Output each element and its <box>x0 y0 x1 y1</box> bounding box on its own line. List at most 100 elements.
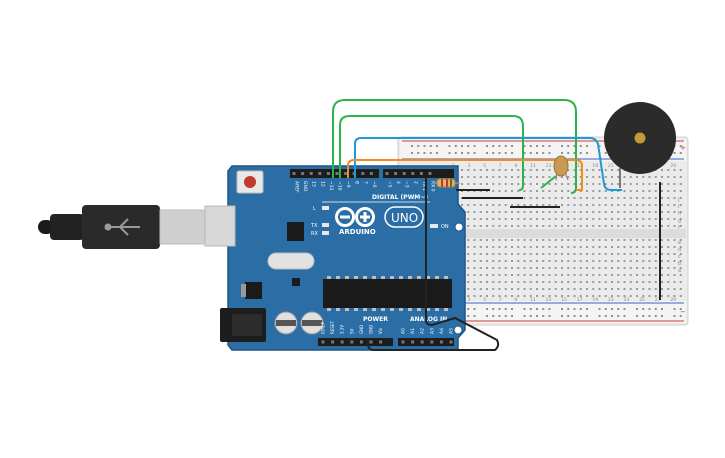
breadboard-hole[interactable] <box>467 288 470 290</box>
rail-hole[interactable] <box>486 145 488 147</box>
breadboard-hole[interactable] <box>486 288 488 290</box>
breadboard-hole[interactable] <box>579 225 582 227</box>
rail-hole[interactable] <box>561 315 563 317</box>
breadboard-hole[interactable] <box>579 197 582 199</box>
breadboard-hole[interactable] <box>654 281 657 283</box>
breadboard-hole[interactable] <box>667 218 670 220</box>
breadboard-hole[interactable] <box>486 274 488 276</box>
breadboard-hole[interactable] <box>542 225 545 227</box>
breadboard-hole[interactable] <box>604 253 607 255</box>
breadboard-hole[interactable] <box>611 260 613 262</box>
breadboard-hole[interactable] <box>679 183 682 185</box>
breadboard-hole[interactable] <box>517 239 520 241</box>
rail-hole[interactable] <box>411 145 413 147</box>
breadboard-hole[interactable] <box>529 169 532 171</box>
breadboard-hole[interactable] <box>529 288 532 290</box>
breadboard-hole[interactable] <box>623 197 626 199</box>
breadboard-hole[interactable] <box>504 190 507 192</box>
breadboard-hole[interactable] <box>492 281 495 283</box>
breadboard-hole[interactable] <box>548 253 551 255</box>
breadboard-hole[interactable] <box>467 274 470 276</box>
analog-pin[interactable] <box>420 340 424 344</box>
rail-hole[interactable] <box>467 152 470 154</box>
rail-hole[interactable] <box>536 315 538 317</box>
breadboard-hole[interactable] <box>592 246 595 248</box>
breadboard-hole[interactable] <box>498 190 501 192</box>
breadboard-hole[interactable] <box>667 190 670 192</box>
power-pin-header[interactable] <box>321 340 383 344</box>
rail-hole[interactable] <box>561 145 563 147</box>
breadboard-hole[interactable] <box>611 197 613 199</box>
breadboard-hole[interactable] <box>536 260 538 262</box>
power-pin[interactable] <box>331 340 335 344</box>
breadboard-hole[interactable] <box>579 281 582 283</box>
analog-pin[interactable] <box>449 340 453 344</box>
breadboard-hole[interactable] <box>623 288 626 290</box>
breadboard-hole[interactable] <box>654 197 657 199</box>
breadboard-hole[interactable] <box>642 197 645 199</box>
breadboard-hole[interactable] <box>536 239 538 241</box>
rail-hole[interactable] <box>461 152 463 154</box>
breadboard-hole[interactable] <box>586 204 588 206</box>
breadboard-hole[interactable] <box>611 246 613 248</box>
rail-hole[interactable] <box>492 315 495 317</box>
breadboard-hole[interactable] <box>542 281 545 283</box>
breadboard-hole[interactable] <box>498 239 501 241</box>
breadboard-hole[interactable] <box>654 274 657 276</box>
breadboard-hole[interactable] <box>648 190 651 192</box>
breadboard-hole[interactable] <box>523 239 526 241</box>
breadboard-hole[interactable] <box>573 295 576 297</box>
breadboard-hole[interactable] <box>642 204 645 206</box>
breadboard-hole[interactable] <box>648 295 651 297</box>
breadboard-hole[interactable] <box>611 218 613 220</box>
breadboard-hole[interactable] <box>611 288 613 290</box>
breadboard-hole[interactable] <box>567 281 570 283</box>
rail-hole[interactable] <box>567 145 570 147</box>
breadboard-hole[interactable] <box>598 197 601 199</box>
breadboard-hole[interactable] <box>467 204 470 206</box>
breadboard-hole[interactable] <box>523 281 526 283</box>
breadboard-hole[interactable] <box>629 204 632 206</box>
breadboard-hole[interactable] <box>667 176 670 178</box>
breadboard-hole[interactable] <box>504 260 507 262</box>
breadboard-hole[interactable] <box>648 183 651 185</box>
rail-hole[interactable] <box>598 308 601 310</box>
breadboard-hole[interactable] <box>523 197 526 199</box>
breadboard-hole[interactable] <box>542 274 545 276</box>
breadboard-hole[interactable] <box>667 295 670 297</box>
breadboard-hole[interactable] <box>529 183 532 185</box>
breadboard-hole[interactable] <box>623 204 626 206</box>
breadboard-hole[interactable] <box>561 253 563 255</box>
breadboard-hole[interactable] <box>648 197 651 199</box>
breadboard-hole[interactable] <box>554 288 557 290</box>
breadboard-hole[interactable] <box>617 176 620 178</box>
breadboard-hole[interactable] <box>473 267 476 269</box>
rail-hole[interactable] <box>423 145 426 147</box>
breadboard-hole[interactable] <box>523 204 526 206</box>
breadboard-hole[interactable] <box>611 281 613 283</box>
breadboard-hole[interactable] <box>586 253 588 255</box>
breadboard-hole[interactable] <box>592 260 595 262</box>
rail-hole[interactable] <box>604 308 607 310</box>
breadboard-hole[interactable] <box>504 288 507 290</box>
breadboard-hole[interactable] <box>473 176 476 178</box>
rail-hole[interactable] <box>498 315 501 317</box>
breadboard-hole[interactable] <box>673 253 676 255</box>
breadboard-hole[interactable] <box>511 225 513 227</box>
breadboard-hole[interactable] <box>467 176 470 178</box>
breadboard-hole[interactable] <box>586 246 588 248</box>
breadboard-hole[interactable] <box>592 281 595 283</box>
breadboard-hole[interactable] <box>567 239 570 241</box>
breadboard-hole[interactable] <box>604 218 607 220</box>
breadboard-hole[interactable] <box>504 281 507 283</box>
breadboard-hole[interactable] <box>467 267 470 269</box>
breadboard-hole[interactable] <box>479 211 482 213</box>
breadboard-hole[interactable] <box>473 169 476 171</box>
breadboard-hole[interactable] <box>467 239 470 241</box>
digital-pin[interactable] <box>385 172 389 175</box>
rail-hole[interactable] <box>636 308 638 310</box>
breadboard-hole[interactable] <box>679 176 682 178</box>
breadboard-hole[interactable] <box>648 239 651 241</box>
breadboard-hole[interactable] <box>561 176 563 178</box>
breadboard-hole[interactable] <box>598 239 601 241</box>
